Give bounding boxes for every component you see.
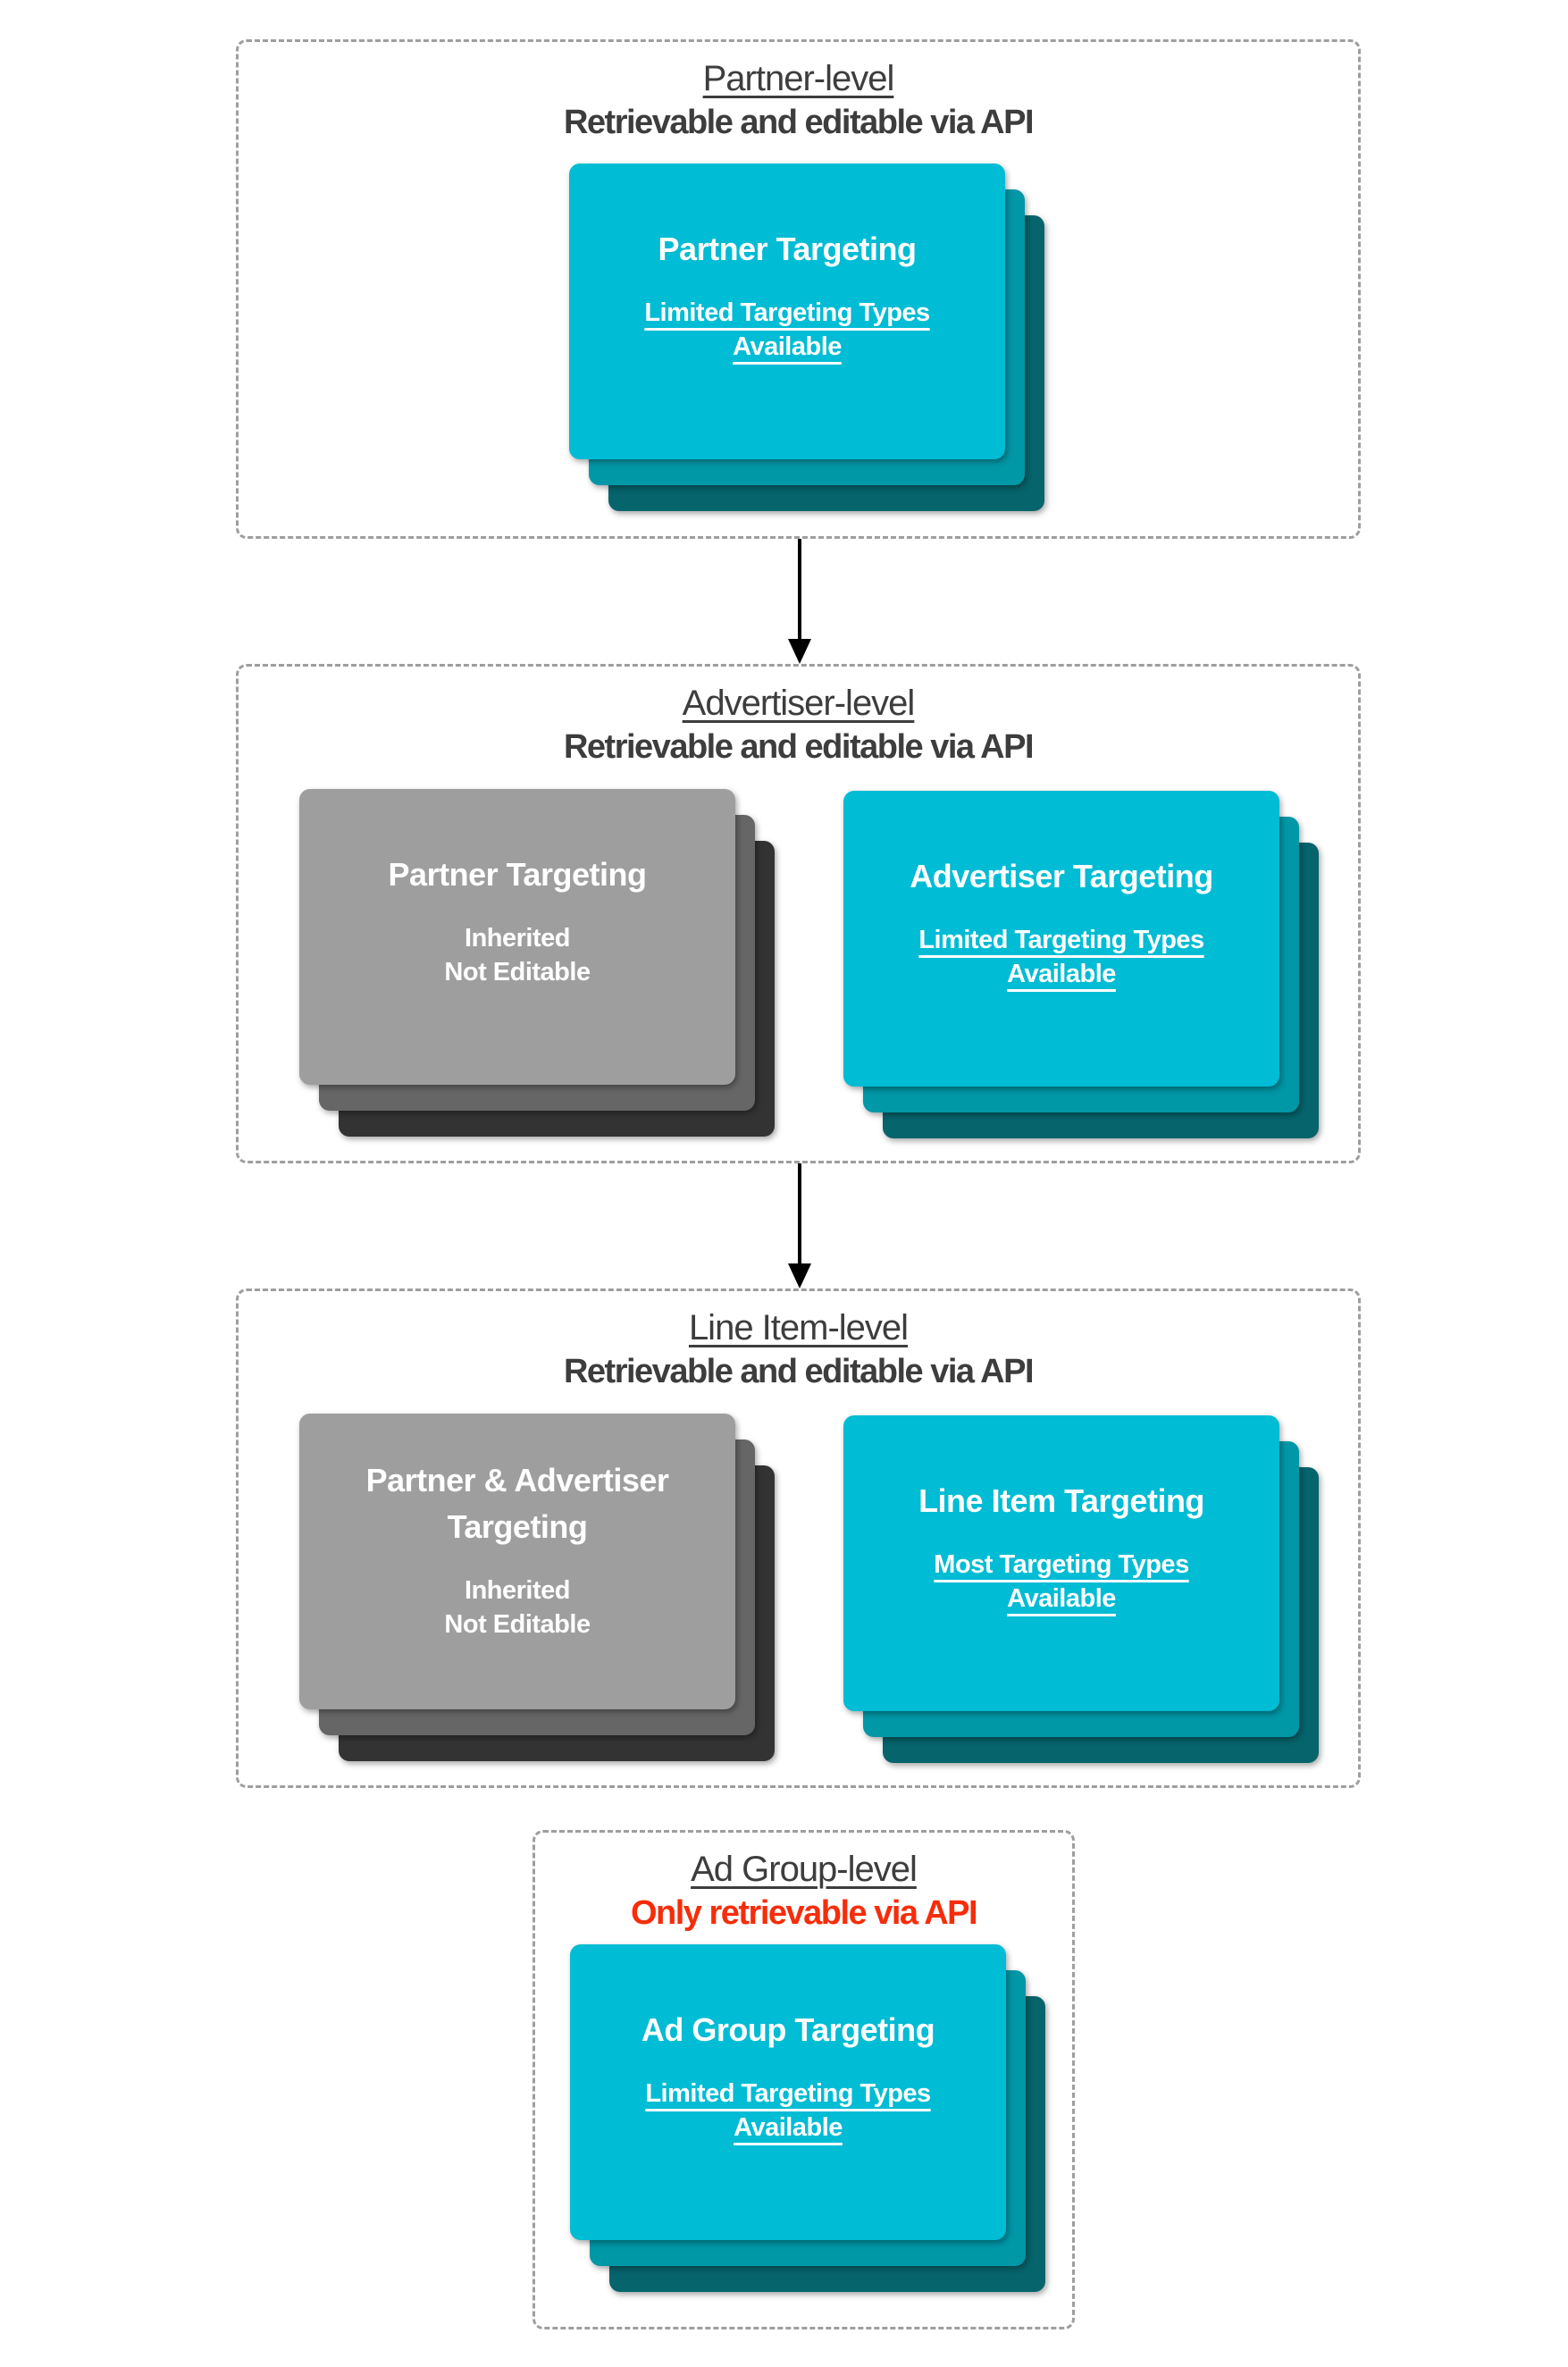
card-body: Most Targeting Types Available: [934, 1550, 1189, 1613]
arrow-head: [788, 639, 811, 664]
stack-line-item-targeting: Line Item Targeting Most Targeting Types…: [843, 1415, 1319, 1763]
level-subtitle: Retrievable and editable via API: [563, 1353, 1035, 1390]
stack-partner-targeting-inherited: Partner Targeting Inherited Not Editable: [299, 789, 775, 1137]
level-subtitle: Retrievable and editable via API: [563, 104, 1035, 141]
stack-advertiser-targeting: Advertiser Targeting Limited Targeting T…: [843, 791, 1319, 1138]
level-subtitle: Retrievable and editable via API: [563, 728, 1035, 766]
card-partner-advertiser-targeting-inherited: Partner & Advertiser Targeting Inherited…: [299, 1414, 735, 1709]
card-title: Partner & Advertiser Targeting: [365, 1462, 669, 1545]
card-title: Line Item Targeting: [918, 1482, 1204, 1519]
stack-partner-advertiser-targeting-inherited: Partner & Advertiser Targeting Inherited…: [299, 1414, 775, 1761]
card-title: Ad Group Targeting: [641, 2011, 935, 2048]
card-body: Inherited Not Editable: [444, 1576, 591, 1639]
card-line-item-targeting: Line Item Targeting Most Targeting Types…: [843, 1415, 1279, 1711]
level-title: Partner-level: [702, 59, 895, 98]
section-header: Partner-level Retrievable and editable v…: [239, 42, 1358, 144]
section-advertiser-level: Advertiser-level Retrievable and editabl…: [236, 664, 1361, 1163]
arrow-head: [788, 1263, 811, 1288]
level-title: Advertiser-level: [682, 684, 916, 723]
section-ad-group-level: Ad Group-level Only retrievable via API …: [532, 1830, 1075, 2329]
level-title: Line Item-level: [688, 1308, 909, 1347]
down-arrow-icon: [784, 1163, 816, 1288]
card-advertiser-targeting: Advertiser Targeting Limited Targeting T…: [843, 791, 1279, 1087]
card-title: Partner Targeting: [658, 231, 917, 267]
card-ad-group-targeting: Ad Group Targeting Limited Targeting Typ…: [570, 1944, 1006, 2240]
section-header: Advertiser-level Retrievable and editabl…: [239, 667, 1358, 768]
section-line-item-level: Line Item-level Retrievable and editable…: [236, 1288, 1361, 1788]
down-arrow-icon: [784, 539, 816, 664]
card-partner-targeting: Partner Targeting Limited Targeting Type…: [569, 164, 1005, 459]
section-header: Line Item-level Retrievable and editable…: [239, 1291, 1358, 1393]
arrow-shaft: [798, 539, 801, 639]
section-header: Ad Group-level Only retrievable via API: [535, 1833, 1072, 1935]
arrow-shaft: [798, 1163, 801, 1263]
card-title: Partner Targeting: [388, 856, 647, 893]
section-partner-level: Partner-level Retrievable and editable v…: [236, 39, 1361, 539]
stack-ad-group-targeting: Ad Group Targeting Limited Targeting Typ…: [570, 1944, 1045, 2292]
level-title: Ad Group-level: [691, 1850, 918, 1889]
stack-partner-targeting: Partner Targeting Limited Targeting Type…: [569, 164, 1044, 511]
card-body: Limited Targeting Types Available: [644, 298, 930, 361]
card-partner-targeting-inherited: Partner Targeting Inherited Not Editable: [299, 789, 735, 1085]
card-body: Limited Targeting Types Available: [645, 2079, 931, 2142]
card-title: Advertiser Targeting: [910, 858, 1213, 894]
card-body: Inherited Not Editable: [444, 924, 591, 986]
level-subtitle: Only retrievable via API: [630, 1894, 978, 1932]
card-body: Limited Targeting Types Available: [918, 926, 1204, 988]
